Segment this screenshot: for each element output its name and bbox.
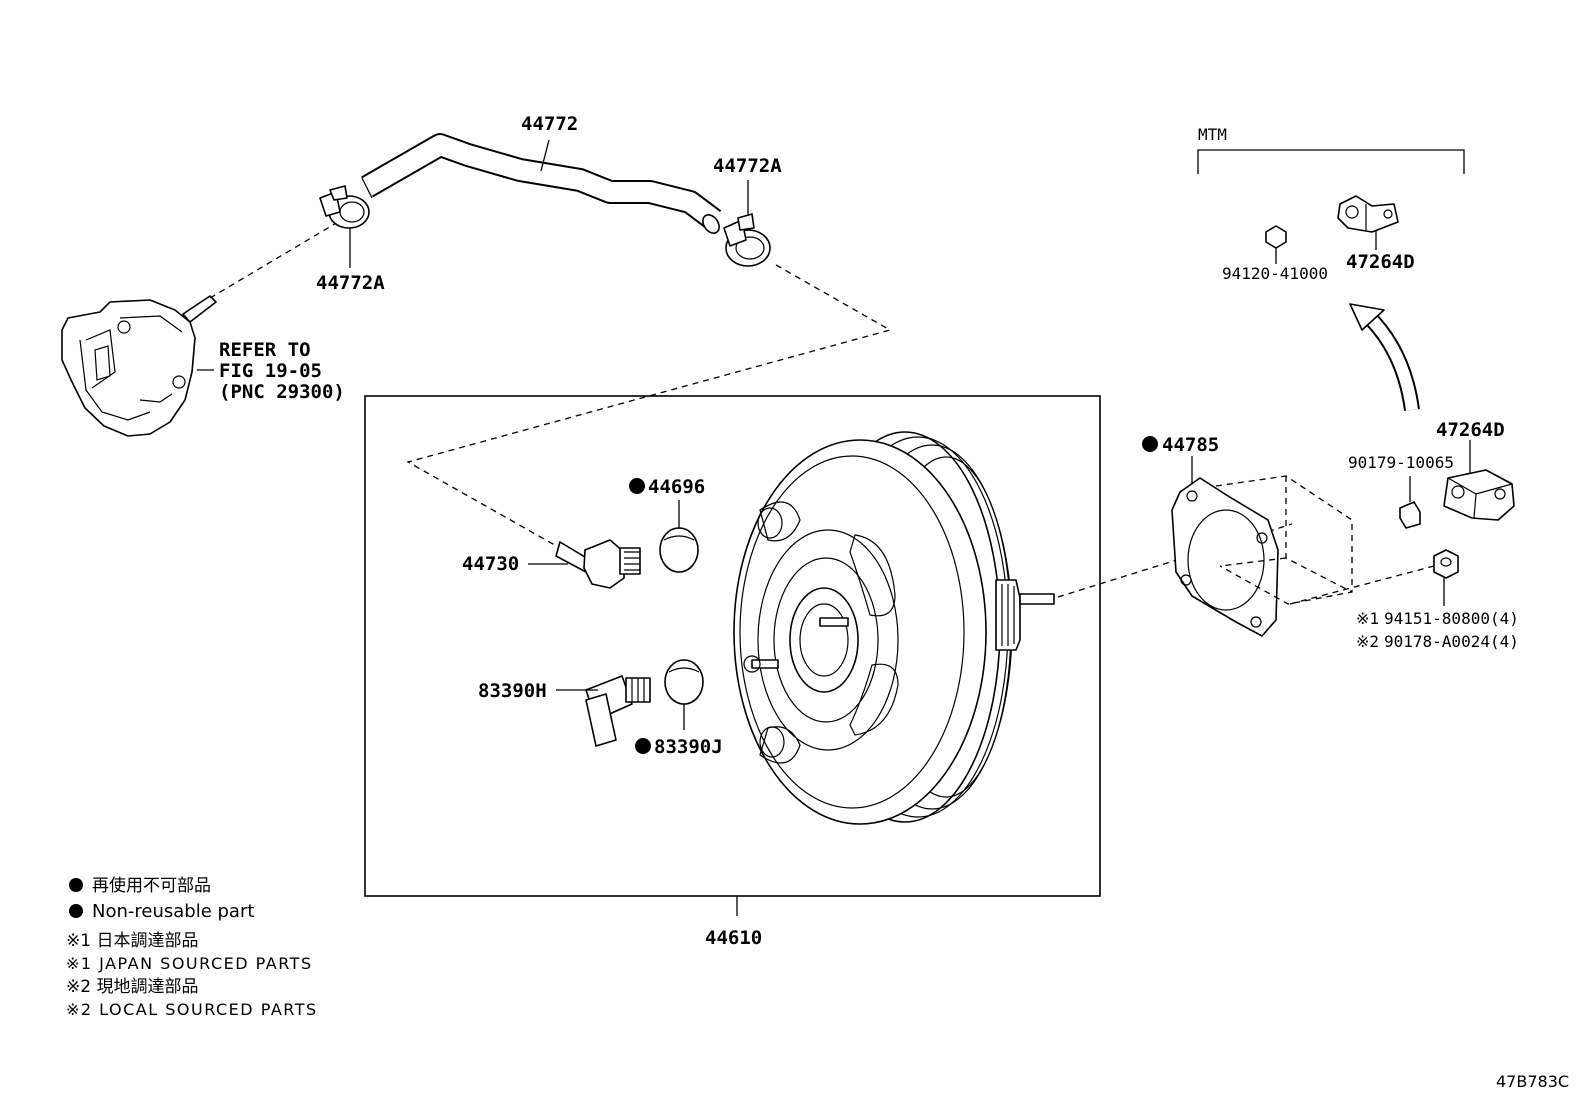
- gasket-drawing: [1171, 477, 1279, 637]
- mark-2-nut: ※2: [1356, 632, 1379, 651]
- vacuum-sensor-drawing: [585, 675, 651, 747]
- label-44610: 44610: [705, 927, 762, 949]
- label-44730: 44730: [462, 553, 519, 575]
- pump-to-clamp-dashline: [209, 221, 339, 299]
- clamp-to-valve-dashline: [406, 264, 892, 549]
- label-83390h: 83390H: [478, 680, 547, 702]
- sensor-grommet-drawing: [664, 659, 704, 705]
- label-47264d-mtm: 47264D: [1346, 251, 1415, 273]
- non-reusable-dot-44696: [629, 478, 645, 494]
- label-44696: 44696: [648, 476, 705, 498]
- label-94151-80800: 94151-80800(4): [1384, 609, 1519, 628]
- refer-text-line3: (PNC 29300): [219, 381, 345, 403]
- brake-booster-drawing: [733, 431, 1055, 825]
- nut-drawing: [1433, 549, 1459, 579]
- legend-dot-en: [69, 904, 83, 918]
- hose-clamp-right-drawing: [723, 213, 771, 267]
- legend-local-jp: ※2 現地調達部品: [66, 977, 198, 997]
- legend-dot-jp: [69, 878, 83, 892]
- nut-mtm-drawing: [1265, 225, 1287, 249]
- label-83390j: 83390J: [654, 736, 723, 758]
- pin-drawing: [1399, 501, 1421, 529]
- non-reusable-dot-83390j: [635, 738, 651, 754]
- mtm-arrow-head: [1349, 303, 1385, 331]
- legend-japan-jp: ※1 日本調達部品: [66, 931, 198, 951]
- label-44772a-left: 44772A: [316, 272, 385, 294]
- mtm-bracket-line: [1197, 149, 1465, 174]
- legend: 再使用不可部品 Non-reusable part ※1 日本調達部品 ※1 J…: [66, 875, 318, 1019]
- refer-text-line1: REFER TO: [219, 339, 311, 361]
- legend-non-reusable-jp: 再使用不可部品: [92, 875, 211, 896]
- label-47264d: 47264D: [1436, 419, 1505, 441]
- vacuum-pump-drawing: [61, 295, 217, 437]
- label-44772a-right: 44772A: [713, 155, 782, 177]
- mtm-arrow-inner: [1361, 309, 1418, 411]
- check-valve-drawing: [555, 539, 641, 589]
- vacuum-hose-drawing: [361, 133, 722, 234]
- booster-assembly-box: [364, 395, 1101, 897]
- label-90178-a0024: 90178-A0024(4): [1384, 632, 1519, 651]
- figure-code: 47B783C: [1496, 1072, 1569, 1091]
- refer-text-line2: FIG 19-05: [219, 360, 322, 382]
- nut-dashline: [1289, 565, 1435, 605]
- gasket-projection-dashline: [1215, 475, 1353, 605]
- legend-local-en: ※2 LOCAL SOURCED PARTS: [66, 1000, 318, 1019]
- grommet-drawing: [659, 527, 699, 573]
- label-mtm: MTM: [1198, 125, 1227, 144]
- bracket-drawing: [1443, 469, 1515, 521]
- label-94120-41000: 94120-41000: [1222, 264, 1328, 283]
- non-reusable-dot-44785: [1142, 436, 1158, 452]
- hose-leader: [540, 139, 550, 172]
- legend-japan-en: ※1 JAPAN SOURCED PARTS: [66, 954, 313, 973]
- mark-1-nut: ※1: [1356, 609, 1379, 628]
- label-44785: 44785: [1162, 434, 1219, 456]
- legend-non-reusable-en: Non-reusable part: [92, 901, 254, 922]
- bracket-mtm-drawing: [1337, 195, 1399, 233]
- hose-clamp-left-drawing: [319, 185, 370, 229]
- label-44772: 44772: [521, 113, 578, 135]
- label-90179-10065: 90179-10065: [1348, 453, 1454, 472]
